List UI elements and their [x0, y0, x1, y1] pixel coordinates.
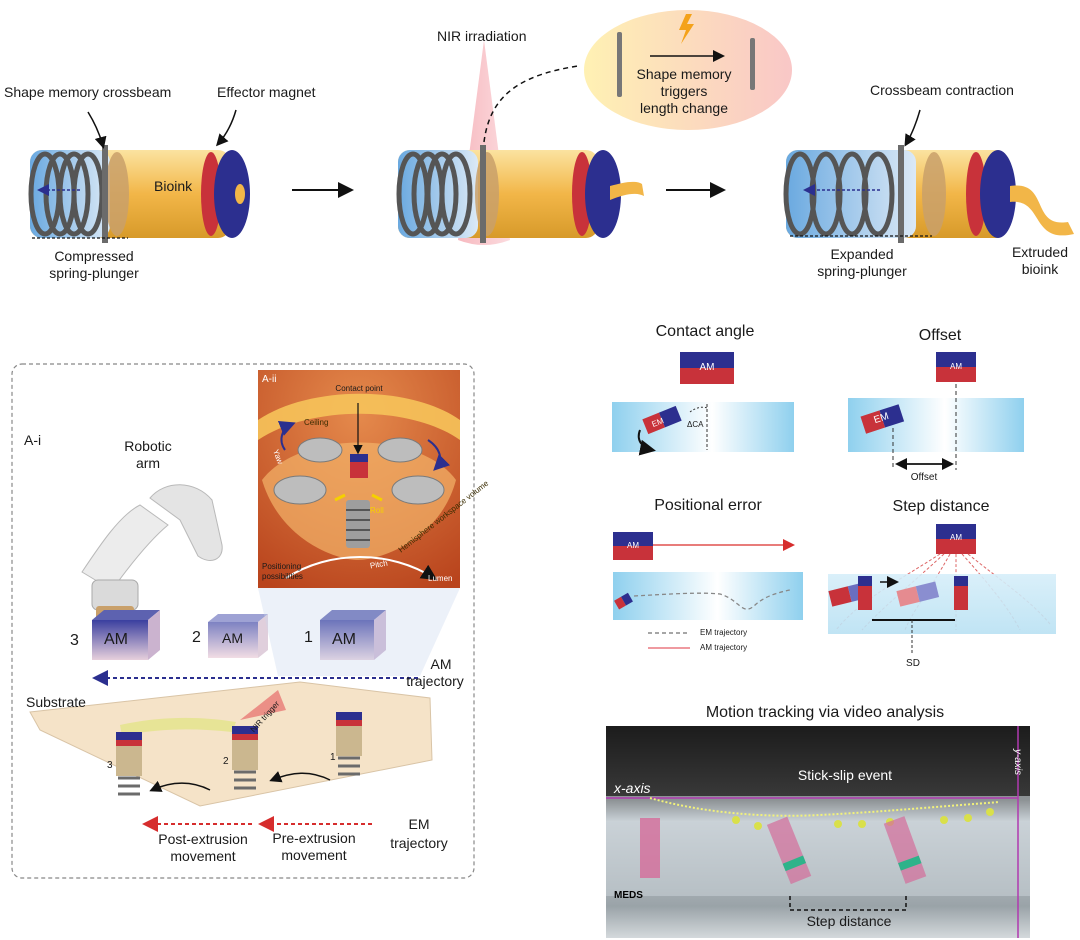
label-delta-ca: ΔCA: [687, 420, 704, 429]
title-motion-tracking: Motion tracking via video analysis: [705, 704, 945, 721]
title-positional-error: Positional error: [654, 497, 762, 514]
ca-am-label: AM: [699, 362, 715, 373]
label-pos-1: 1: [304, 629, 313, 646]
label-compressed-1: Compressed: [54, 248, 134, 264]
inset-ceiling: Ceiling: [304, 418, 329, 427]
label-em-trajectory-2: trajectory: [390, 835, 448, 851]
inset-a-ii: [258, 370, 460, 588]
label-nir-irradiation: NIR irradiation: [437, 28, 527, 44]
panel-a-frame: [11, 363, 475, 879]
label-am-trajectory-2: trajectory: [406, 673, 464, 689]
device-irradiated: [396, 10, 792, 245]
label-a-i: A-i: [24, 432, 42, 448]
inset-positioning-2: possibilities: [262, 572, 303, 581]
label-em-2: 2: [223, 756, 229, 767]
offset-am-label: AM: [950, 362, 962, 371]
title-offset: Offset: [918, 327, 962, 344]
title-step-distance: Step distance: [892, 498, 990, 515]
title-contact-angle: Contact angle: [655, 323, 755, 340]
am-cube-3-label: AM: [104, 631, 128, 648]
am-cube-1: [320, 610, 386, 660]
label-effector-magnet: Effector magnet: [217, 84, 316, 100]
label-meds: MEDS: [614, 890, 643, 901]
pe-am-label: AM: [627, 541, 639, 550]
em-device-1: [336, 712, 362, 776]
label-em-1: 1: [330, 752, 336, 763]
label-extruded-1: Extruded: [1011, 244, 1069, 260]
label-bioink: Bioink: [154, 178, 193, 194]
am-cube-2-label: AM: [222, 630, 243, 646]
step-distance-diagram: [828, 524, 1056, 654]
label-compressed-2: spring-plunger: [49, 265, 139, 281]
inset-roll: Roll: [370, 506, 384, 515]
tracking-video-frame: [606, 726, 1030, 938]
label-stick-slip: Stick-slip event: [797, 767, 893, 783]
label-am-trajectory-1: AM: [430, 656, 452, 672]
inset-positioning-1: Positioning: [262, 562, 302, 571]
inset-contact-point: Contact point: [335, 384, 383, 393]
sd-am-label: AM: [950, 533, 962, 542]
substrate-surface: [29, 681, 433, 807]
legend-am-trajectory: AM trajectory: [700, 643, 748, 652]
label-offset-measure: Offset: [910, 472, 938, 483]
label-em-trajectory-1: EM: [408, 816, 430, 832]
robotic-arm: [81, 484, 223, 620]
label-crossbeam-contraction: Crossbeam contraction: [870, 82, 1014, 98]
inset-lumen: Lumen: [428, 574, 453, 583]
label-pre-extrusion-1: Pre-extrusion: [272, 830, 356, 846]
label-sd: SD: [906, 658, 920, 669]
positional-error-diagram: [613, 532, 803, 649]
label-pos-3: 3: [70, 632, 79, 649]
label-shape-memory-crossbeam: Shape memory crossbeam: [4, 84, 172, 100]
legend-em-trajectory: EM trajectory: [700, 628, 748, 637]
em-device-3: [116, 732, 142, 796]
bubble-line-3: length change: [640, 100, 728, 116]
device-compressed: [28, 145, 250, 243]
label-a-ii: A-ii: [262, 374, 277, 385]
bubble-line-1: Shape memory: [636, 66, 732, 82]
am-cube-2: [208, 614, 268, 658]
label-pos-2: 2: [192, 629, 201, 646]
label-extruded-2: bioink: [1021, 261, 1059, 277]
label-expanded-2: spring-plunger: [817, 263, 907, 279]
label-arm: arm: [135, 455, 161, 471]
label-post-extrusion-1: Post-extrusion: [158, 831, 248, 847]
label-robotic: Robotic: [124, 438, 172, 454]
device-expanded: [783, 145, 1074, 243]
em-device-2: [232, 726, 258, 790]
am-cube-3: [92, 610, 160, 660]
bubble-line-2: triggers: [660, 83, 708, 99]
label-pre-extrusion-2: movement: [281, 847, 347, 863]
label-y-axis: y-axis: [1012, 748, 1024, 776]
am-cube-1-label: AM: [332, 631, 356, 648]
label-step-distance-video: Step distance: [806, 913, 892, 929]
label-expanded-1: Expanded: [830, 246, 894, 262]
label-x-axis: x-axis: [614, 780, 651, 796]
label-post-extrusion-2: movement: [170, 848, 236, 864]
label-substrate: Substrate: [26, 694, 86, 710]
contact-angle-diagram: [612, 352, 794, 456]
label-em-3: 3: [107, 760, 113, 771]
offset-diagram: [848, 352, 1024, 470]
